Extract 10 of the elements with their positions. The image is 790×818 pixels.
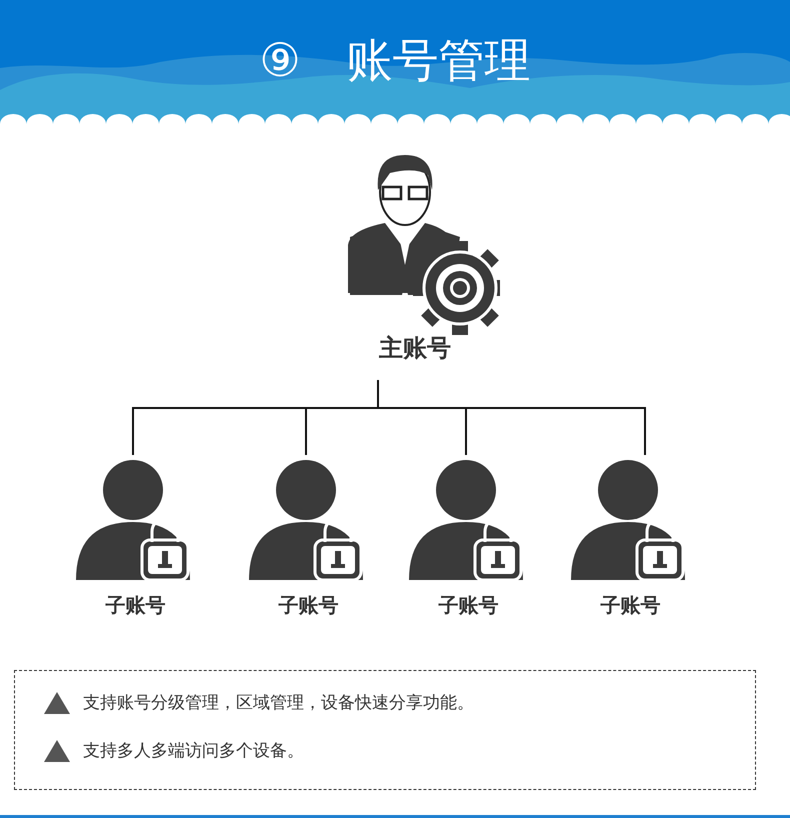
feature-text: 支持多人多端访问多个设备。 [83,740,304,762]
connector-line [377,380,646,455]
note-box [14,670,756,790]
account-label: 子账号 [600,592,662,619]
account-label: 子账号 [438,592,500,619]
account-label: 主账号 [378,333,452,364]
page-title: ⑨ 账号管理 [258,32,532,89]
feature-text: 支持账号分级管理，区域管理，设备快速分享功能。 [83,692,474,714]
account-label: 子账号 [104,592,166,619]
account-label: 子账号 [278,592,340,619]
